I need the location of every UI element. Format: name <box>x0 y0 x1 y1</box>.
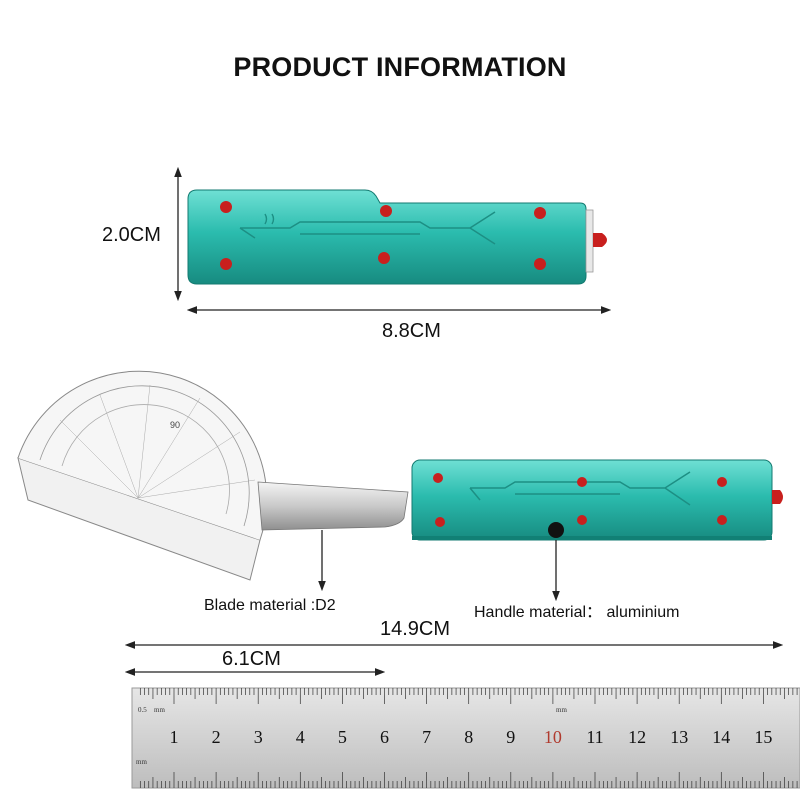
ruler-number: 1 <box>169 727 179 747</box>
screw <box>534 207 546 219</box>
ruler-number: 13 <box>670 727 689 747</box>
handle-button <box>548 522 564 538</box>
ruler-number: 14 <box>712 727 731 747</box>
screw <box>534 258 546 270</box>
page-title: PRODUCT INFORMATION <box>233 52 567 82</box>
ruler-number: 12 <box>628 727 647 747</box>
handle-length-label: 8.8CM <box>382 320 441 342</box>
ruler-number: 5 <box>337 727 347 747</box>
blade <box>257 481 409 531</box>
screw <box>717 477 727 487</box>
total-length-label: 14.9CM <box>380 618 451 640</box>
ruler-number: 6 <box>380 727 389 747</box>
ruler-number: 2 <box>211 727 221 747</box>
handle-bottom-view <box>411 459 783 541</box>
protractor-mark-90: 90 <box>170 420 180 430</box>
screw <box>577 477 587 487</box>
ruler-number: 11 <box>586 727 604 747</box>
blade-material-caption: Blade material :D2 <box>204 597 336 614</box>
ruler-number: 4 <box>295 727 305 747</box>
ruler-number: 10 <box>543 727 562 747</box>
screw <box>380 205 392 217</box>
screw <box>577 515 587 525</box>
handle-top-view <box>187 189 607 285</box>
handle-material-caption: Handle material： aluminium <box>474 604 680 621</box>
screw <box>717 515 727 525</box>
screw <box>435 517 445 527</box>
ruler-number: 7 <box>422 727 432 747</box>
handle-width-label: 2.0CM <box>102 224 161 246</box>
screw <box>220 258 232 270</box>
ruler-number: 9 <box>506 727 516 747</box>
screw <box>433 473 443 483</box>
protractor: 90 <box>17 370 268 581</box>
ruler-number: 15 <box>754 727 773 747</box>
ruler-number: 8 <box>464 727 474 747</box>
ruler-unit-top: mm <box>154 706 165 714</box>
ruler <box>131 687 800 789</box>
ruler-number: 3 <box>253 727 263 747</box>
blade-length-label: 6.1CM <box>222 648 281 670</box>
ruler-start-mark: 0.5 <box>138 706 147 714</box>
ruler-unit-mid: mm <box>556 706 567 714</box>
screw <box>378 252 390 264</box>
screw <box>220 201 232 213</box>
ruler-unit-bottom: mm <box>136 758 147 766</box>
